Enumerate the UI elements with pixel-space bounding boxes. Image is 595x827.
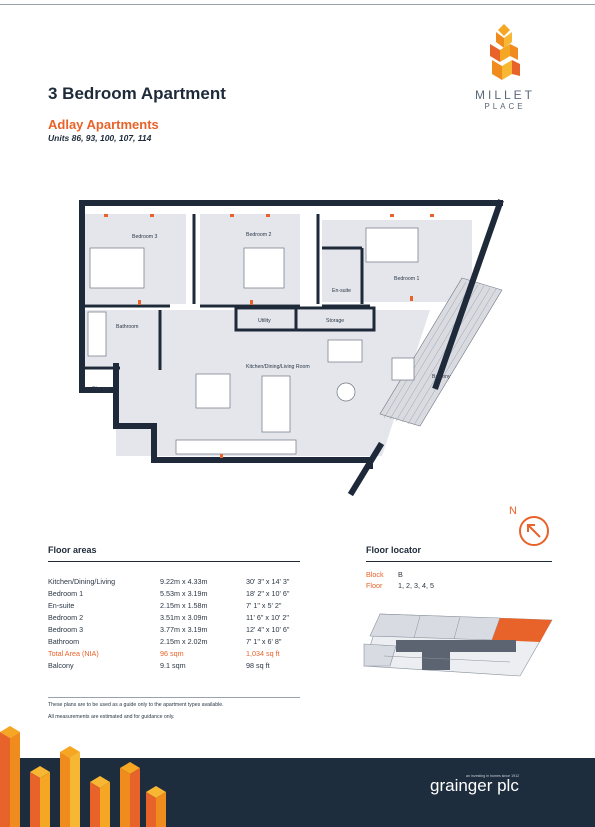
- page-title: 3 Bedroom Apartment: [48, 84, 226, 103]
- room-label-living: Kitchen/Dining/Living Room: [246, 364, 310, 370]
- company-name: grainger plc: [430, 776, 519, 795]
- floor-plan: Bedroom 3 Bedroom 2 Bedroom 1 En-suite B…: [79, 199, 504, 497]
- block-value: B: [398, 570, 403, 579]
- floor-area-imperial: 30' 3" x 14' 3": [246, 576, 290, 586]
- floor-area-metric: 5.53m x 3.19m: [160, 588, 208, 598]
- floor-area-metric: 3.51m x 3.09m: [160, 612, 208, 622]
- room-label-balcony: Balcony: [432, 374, 451, 380]
- floor-area-room: Bedroom 2: [48, 612, 84, 622]
- floor-area-room: En-suite: [48, 600, 75, 610]
- floor-locator-heading: Floor locator: [366, 545, 422, 555]
- walls: [79, 199, 504, 497]
- socket-markers: [104, 214, 434, 458]
- room-label-bedroom2: Bedroom 2: [246, 232, 271, 238]
- floor-area-imperial: 98 sq ft: [246, 660, 270, 670]
- orange-blocks-pattern-icon: [0, 726, 166, 827]
- floor-area-room: Balcony: [48, 660, 74, 670]
- unit-numbers: Units 86, 93, 100, 107, 114: [48, 133, 152, 143]
- floor-area-row: Kitchen/Dining/Living 9.22m x 4.33m 30' 3"…: [48, 575, 306, 587]
- floor-area-metric: 2.15m x 2.02m: [160, 636, 208, 646]
- floor-area-imperial: 7' 1" x 6' 8": [246, 636, 282, 646]
- floor-locator-rule: [366, 561, 552, 562]
- floor-area-row: En-suite 2.15m x 1.58m 7' 1" x 5' 2": [48, 599, 306, 611]
- floor-area-row: Bedroom 1 5.53m x 3.19m 18' 2" x 10' 6": [48, 587, 306, 599]
- floor-area-imperial: 12' 4" x 10' 6": [246, 624, 290, 634]
- floor-area-room: Bathroom: [48, 636, 80, 646]
- north-arrow-icon: [519, 516, 549, 546]
- internal-walls: [82, 214, 376, 370]
- floor-area-metric: 9.1 sqm: [160, 660, 186, 670]
- floor-area-row: Bedroom 2 3.51m x 3.09m 11' 6" x 10' 2": [48, 611, 306, 623]
- room-label-storage: Storage: [326, 318, 344, 324]
- floor-area-imperial: 18' 2" x 10' 6": [246, 588, 290, 598]
- brand-name: MILLET: [474, 88, 535, 102]
- room-label-storage-hall: Storage: [92, 386, 110, 392]
- north-label: N: [509, 505, 517, 517]
- floor-area-room: Bedroom 3: [48, 624, 84, 634]
- block-label: Block: [366, 570, 384, 579]
- floor-area-room: Bedroom 1: [48, 588, 84, 598]
- brand-subname: PLACE: [484, 102, 526, 111]
- floor-area-metric: 96 sqm: [160, 648, 184, 658]
- room-label-bedroom1: Bedroom 1: [394, 276, 419, 282]
- guide-note: These plans are to be used as a guide on…: [48, 702, 224, 708]
- furniture: [87, 227, 419, 455]
- development-name: Adlay Apartments: [48, 117, 159, 132]
- floor-area-room: Total Area (NIA): [48, 648, 99, 658]
- floor-area-imperial: 7' 1" x 5' 2": [246, 600, 282, 610]
- room-label-bedroom3: Bedroom 3: [132, 234, 157, 240]
- top-rule: [0, 4, 595, 5]
- floor-area-row: Balcony 9.1 sqm 98 sq ft: [48, 659, 306, 671]
- floor-area-imperial: 11' 6" x 10' 2": [246, 612, 289, 622]
- room-label-bathroom: Bathroom: [116, 324, 139, 330]
- room-label-ensuite: En-suite: [332, 288, 351, 294]
- room-label-utility: Utility: [258, 318, 271, 324]
- measurements-note: All measurements are estimated and for g…: [48, 714, 175, 720]
- notes-rule: [48, 697, 300, 698]
- floor-areas-heading: Floor areas: [48, 545, 97, 555]
- floor-area-row: Bedroom 3 3.77m x 3.19m 12' 4" x 10' 6": [48, 623, 306, 635]
- floor-label: Floor: [366, 581, 383, 590]
- floor-areas-rule: [48, 561, 300, 562]
- brand-logo: MILLET PLACE: [470, 88, 540, 111]
- floor-area-room: Kitchen/Dining/Living: [48, 576, 116, 586]
- floor-locator-diagram: [363, 613, 553, 677]
- floor-areas-table: Kitchen/Dining/Living 9.22m x 4.33m 30' 3"…: [48, 575, 306, 671]
- stacked-blocks-icon: [490, 24, 520, 80]
- company-tagline: an investing in homes since 1912: [466, 774, 520, 778]
- floor-area-imperial: 1,034 sq ft: [246, 648, 280, 658]
- floor-area-metric: 3.77m x 3.19m: [160, 624, 208, 634]
- floor-area-row: Bathroom 2.15m x 2.02m 7' 1" x 6' 8": [48, 635, 306, 647]
- floor-area-row: Total Area (NIA) 96 sqm 1,034 sq ft: [48, 647, 306, 659]
- floor-area-metric: 2.15m x 1.58m: [160, 600, 208, 610]
- floor-area-metric: 9.22m x 4.33m: [160, 576, 208, 586]
- floor-value: 1, 2, 3, 4, 5: [398, 581, 434, 590]
